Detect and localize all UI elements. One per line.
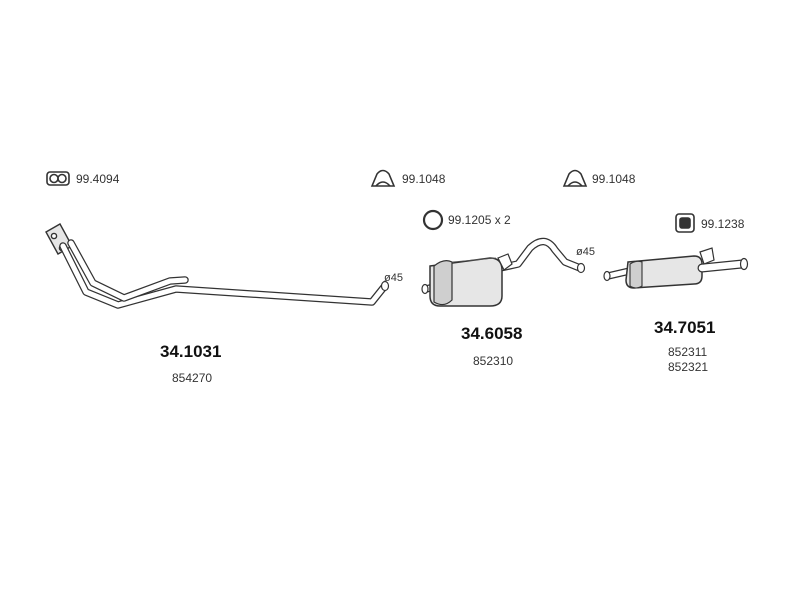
ref-number: 852321 xyxy=(668,360,709,374)
front-pipe-drawing xyxy=(45,223,390,309)
hanger-part-number: 99.1238 xyxy=(701,217,745,231)
ref-number: 854270 xyxy=(172,371,213,385)
part-number-middle-muffler: 34.6058 xyxy=(461,324,523,343)
ref-number: 852310 xyxy=(473,354,514,368)
ring-icon xyxy=(422,209,444,231)
clamp-part-number: 99.1048 xyxy=(592,172,636,186)
clamp-icon xyxy=(370,169,396,187)
ref-number: 852311 xyxy=(668,345,708,359)
gasket-icon xyxy=(46,171,70,186)
part-number-front-pipe: 34.1031 xyxy=(160,342,222,361)
part-number-rear-muffler: 34.7051 xyxy=(654,318,716,337)
gasket-part-number: 99.4094 xyxy=(76,172,120,186)
hanger-icon xyxy=(675,213,695,233)
rear-muffler-drawing xyxy=(603,247,749,289)
clamp-part-number: 99.1048 xyxy=(402,172,446,186)
diameter-label: ø45 xyxy=(576,246,595,258)
diameter-label: ø45 xyxy=(384,272,403,284)
middle-muffler-drawing xyxy=(421,237,586,307)
clamp-icon xyxy=(562,169,588,187)
ring-part-number: 99.1205 x 2 xyxy=(448,213,511,227)
